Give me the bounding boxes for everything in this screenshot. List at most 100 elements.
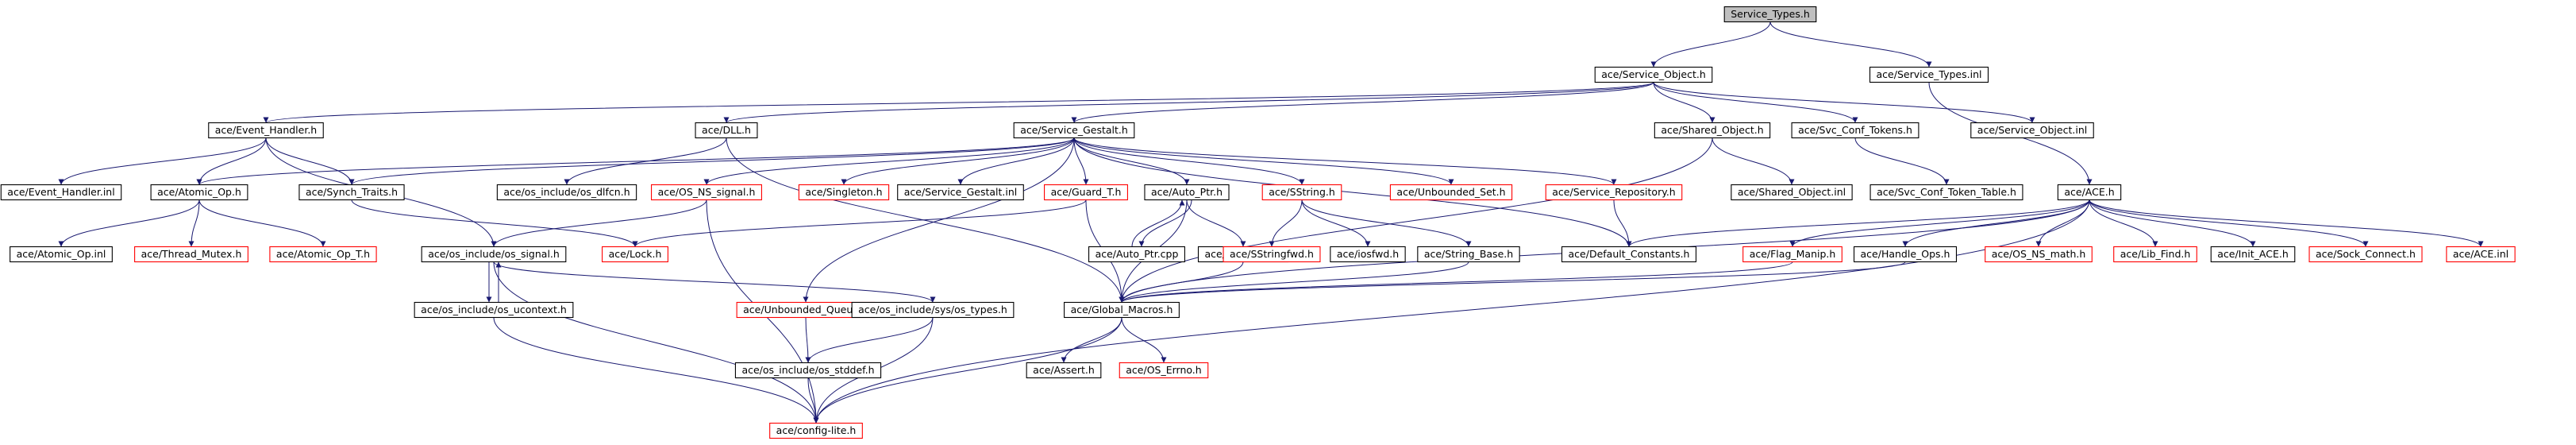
node-service-gestalt-inl[interactable]: ace/Service_Gestalt.inl [897,184,1024,201]
node-label: ace/os_include/os_signal.h [428,248,560,260]
node-label: ace/Event_Handler.h [215,124,317,136]
node-service-types-inl[interactable]: ace/Service_Types.inl [1869,66,1989,83]
node-label: ace/iosfwd.h [1337,248,1399,260]
node-os-stddef-h[interactable]: ace/os_include/os_stddef.h [734,362,882,379]
node-svc-conf-token-table-h[interactable]: ace/Svc_Conf_Token_Table.h [1869,184,2023,201]
node-default-constants-h[interactable]: ace/Default_Constants.h [1561,246,1697,263]
node-guard-t-h[interactable]: ace/Guard_T.h [1044,184,1128,201]
node-label: ace/os_include/sys/os_types.h [858,304,1007,315]
node-label: ace/DLL.h [702,124,751,136]
node-singleton-h[interactable]: ace/Singleton.h [798,184,890,201]
node-label: ace/Service_Gestalt.h [1020,124,1128,136]
node-shared-object-h[interactable]: ace/Shared_Object.h [1654,122,1771,139]
edge-synch-traits-h-to-lock-h [351,199,638,247]
node-unbounded-set-h[interactable]: ace/Unbounded_Set.h [1389,184,1513,201]
edge-os-signal-h-to-config-lite-h [493,261,819,424]
node-os-ns-math-h[interactable]: ace/OS_NS_math.h [1985,246,2093,263]
node-label: ace/config-lite.h [776,424,857,436]
node-box [651,184,762,201]
node-box [1144,184,1230,201]
node-os-dlfcn-h[interactable]: ace/os_include/os_dlfcn.h [496,184,637,201]
node-os-types-h[interactable]: ace/os_include/sys/os_types.h [851,301,1015,319]
edge-service-gestalt-h-to-unbounded-set-h [1073,137,1454,185]
edge-os-ucontext-h-to-config-lite-h [493,317,819,424]
node-label: ace/Shared_Object.inl [1738,186,1846,198]
node-sock-connect-h[interactable]: ace/Sock_Connect.h [2308,246,2423,263]
node-string-base-h[interactable]: ace/String_Base.h [1417,246,1520,263]
node-os-signal-h[interactable]: ace/os_include/os_signal.h [421,246,567,263]
node-label: ace/Flag_Manip.h [1750,248,1836,260]
edge-auto-ptr-h-to-auto-ptr-cpp [1138,199,1192,247]
edge-service-gestalt-h-to-os-ns-signal-h [703,137,1075,185]
node-os-errno-h[interactable]: ace/OS_Errno.h [1119,362,1209,379]
node-label: ace/Atomic_Op.h [157,186,241,198]
edge-os-stddef-h-to-config-lite-h [807,377,819,424]
node-unbounded-queue-h[interactable]: ace/Unbounded_Queue.h [736,301,876,319]
node-ace-inl[interactable]: ace/ACE.inl [2446,246,2516,263]
node-service-object-inl[interactable]: ace/Service_Object.inl [1970,122,2094,139]
node-box [1013,122,1135,139]
node-synch-traits-h[interactable]: ace/Synch_Traits.h [298,184,405,201]
edge-service-types-h-to-service-types-inl [1769,21,1932,68]
node-auto-ptr-cpp[interactable]: ace/Auto_Ptr.cpp [1088,246,1185,263]
node-box [1594,66,1713,83]
node-label: ace/Init_ACE.h [2217,248,2289,260]
node-iosfwd-h[interactable]: ace/iosfwd.h [1330,246,1406,263]
edges-layer [58,21,2484,424]
node-label: ace/OS_Errno.h [1126,364,1201,376]
node-os-ucontext-h[interactable]: ace/os_include/os_ucontext.h [414,301,574,319]
node-sstringfwd-h[interactable]: ace/SStringfwd.h [1223,246,1321,263]
node-auto-ptr-h[interactable]: ace/Auto_Ptr.h [1144,184,1230,201]
node-ace-h[interactable]: ace/ACE.h [2057,184,2122,201]
edge-flag-manip-h-to-global-macros-h [1119,261,1793,303]
edge-service-gestalt-h-to-guard-t-h [1073,137,1089,185]
node-thread-mutex-h[interactable]: ace/Thread_Mutex.h [134,246,248,263]
node-box [1723,6,1817,23]
node-box [1223,246,1321,263]
edge-service-types-h-to-service-object-h [1650,21,1771,68]
node-box [10,246,113,263]
node-box [769,422,863,439]
node-sstring-h[interactable]: ace/SString.h [1261,184,1342,201]
node-lock-h[interactable]: ace/Lock.h [602,246,668,263]
node-event-handler-h[interactable]: ace/Event_Handler.h [208,122,324,139]
node-dll-h[interactable]: ace/DLL.h [695,122,758,139]
node-service-object-h[interactable]: ace/Service_Object.h [1594,66,1713,83]
edge-atomic-op-h-to-atomic-op-inl [58,199,200,247]
edge-unbounded-queue-h-to-os-stddef-h [805,317,811,363]
node-box [1970,122,2094,139]
node-config-lite-h[interactable]: ace/config-lite.h [769,422,863,439]
node-label: ace/Atomic_Op_T.h [276,248,370,260]
node-os-ns-signal-h[interactable]: ace/OS_NS_signal.h [651,184,762,201]
node-service-gestalt-h[interactable]: ace/Service_Gestalt.h [1013,122,1135,139]
node-flag-manip-h[interactable]: ace/Flag_Manip.h [1742,246,1842,263]
node-label: ace/Service_Object.inl [1977,124,2087,136]
node-label: ace/SStringfwd.h [1230,248,1314,260]
node-shared-object-inl[interactable]: ace/Shared_Object.inl [1731,184,1853,201]
node-handle-ops-h[interactable]: ace/Handle_Ops.h [1853,246,1958,263]
node-init-ace-h[interactable]: ace/Init_ACE.h [2210,246,2296,263]
node-label: ace/Handle_Ops.h [1861,248,1950,260]
edge-os-signal-h-to-os-types-h [493,261,936,303]
node-atomic-op-inl[interactable]: ace/Atomic_Op.inl [10,246,113,263]
node-global-macros-h[interactable]: ace/Global_Macros.h [1064,301,1180,319]
node-service-types-h[interactable]: Service_Types.h [1723,6,1817,23]
edge-os-ns-signal-h-to-os-signal-h [491,199,707,247]
node-lib-find-h[interactable]: ace/Lib_Find.h [2113,246,2197,263]
edge-service-repository-h-to-default-constants-h [1613,199,1632,247]
node-box [1869,184,2023,201]
node-label: ace/ACE.h [2064,186,2114,198]
node-service-repository-h[interactable]: ace/Service_Repository.h [1545,184,1683,201]
edge-ace-h-to-config-lite-h [813,199,2090,424]
node-label: ace/Unbounded_Queue.h [743,304,868,315]
edge-sstring-h-to-sstringfwd-h [1269,199,1303,247]
node-svc-conf-tokens-h[interactable]: ace/Svc_Conf_Tokens.h [1791,122,1919,139]
edge-service-object-h-to-service-object-inl [1653,82,2035,123]
node-assert-h[interactable]: ace/Assert.h [1026,362,1102,379]
node-box [897,184,1024,201]
node-atomic-op-h[interactable]: ace/Atomic_Op.h [150,184,248,201]
node-box [695,122,758,139]
node-event-handler-inl[interactable]: ace/Event_Handler.inl [0,184,122,201]
node-atomic-op-t-h[interactable]: ace/Atomic_Op_T.h [269,246,377,263]
node-label: ace/Service_Types.inl [1877,68,1982,80]
